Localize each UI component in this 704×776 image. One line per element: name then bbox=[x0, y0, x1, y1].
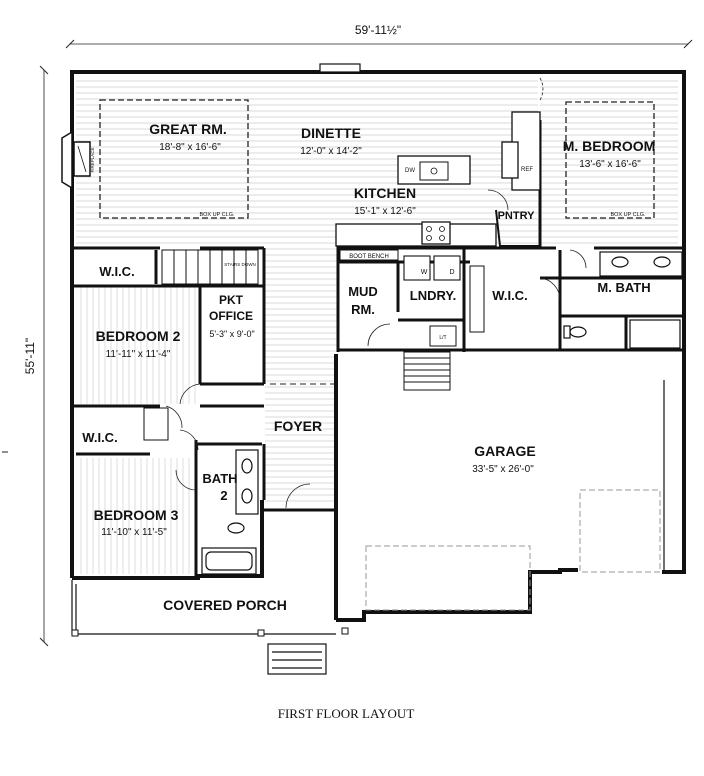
pocket-office-size: 5'-3" x 9'-0" bbox=[209, 329, 254, 339]
garage-stairs-icon bbox=[403, 351, 451, 391]
master-bath-door-swing bbox=[569, 249, 587, 269]
kitchen-size: 15'-1" x 12'-6" bbox=[354, 206, 416, 217]
laundry-name: LNDRY. bbox=[410, 288, 456, 303]
master-wic-name: W.I.C. bbox=[492, 288, 527, 303]
fridge-label: REF bbox=[521, 167, 533, 173]
bedroom-3-name: BEDROOM 3 bbox=[94, 507, 179, 523]
washer-label: W bbox=[421, 269, 428, 276]
dishwasher-label: DW bbox=[405, 168, 415, 174]
pantry-walls bbox=[495, 209, 540, 247]
bedroom-2-name: BEDROOM 2 bbox=[96, 328, 181, 344]
pocket-office-name-1: PKT bbox=[219, 293, 244, 307]
porch-post-right bbox=[341, 627, 349, 635]
boot-bench bbox=[339, 249, 399, 261]
pocket-office-name-2: OFFICE bbox=[209, 309, 253, 323]
master-box-ceiling bbox=[565, 101, 655, 219]
laundry-tub-label: L/T bbox=[439, 335, 446, 341]
overall-depth-label: 55'-11" bbox=[23, 338, 37, 374]
laundry-tub-icon bbox=[429, 325, 457, 347]
overall-width-label: 59'-11½" bbox=[355, 23, 401, 37]
master-bath-fixtures bbox=[563, 251, 683, 349]
dryer-label: D bbox=[449, 269, 454, 276]
bath-2-name-2: 2 bbox=[220, 488, 227, 503]
foyer-floor-hatch bbox=[265, 246, 337, 506]
porch-post-middle bbox=[257, 629, 265, 637]
covered-porch-name: COVERED PORCH bbox=[163, 597, 287, 613]
floor-plan-caption: FIRST FLOOR LAYOUT bbox=[278, 706, 415, 721]
width-dimension-line bbox=[65, 39, 693, 49]
pantry-door-swing bbox=[487, 189, 509, 211]
washer-dryer-icons bbox=[403, 255, 461, 281]
mud-room-door-swing bbox=[367, 323, 391, 347]
bath2-fixtures bbox=[201, 449, 259, 575]
garage-name: GARAGE bbox=[474, 443, 535, 459]
cooktop-icon bbox=[426, 226, 445, 241]
kitchen-name: KITCHEN bbox=[354, 185, 416, 201]
dinette-size: 12'-0" x 14'-2" bbox=[300, 146, 362, 157]
garage-door-outlines bbox=[365, 489, 661, 611]
great-room-size: 18'-8" x 16'-6" bbox=[159, 142, 221, 153]
bedroom2-floor-hatch bbox=[78, 286, 200, 404]
bedroom-2-size: 11'-11" x 11'-4" bbox=[106, 349, 171, 360]
mud-room-name-2: RM. bbox=[351, 302, 375, 317]
master-bath-name: M. BATH bbox=[597, 280, 650, 295]
covered-porch-outline bbox=[71, 580, 336, 675]
stairs-down-icon bbox=[161, 249, 259, 285]
wic-door-swing bbox=[539, 277, 561, 301]
pantry-name: PNTRY bbox=[498, 210, 536, 222]
bedroom3-floor-hatch bbox=[80, 458, 195, 574]
kitchen-cabinets bbox=[335, 111, 541, 247]
great-room-name: GREAT RM. bbox=[149, 121, 227, 137]
island-sink-drain bbox=[430, 167, 438, 175]
foyer-walls bbox=[262, 444, 336, 512]
wic-top-name: W.I.C. bbox=[99, 264, 134, 279]
bed3-closet-shelf bbox=[143, 407, 169, 441]
bedroom-door-swings bbox=[165, 383, 201, 491]
garage-size: 33'-5" x 26'-0" bbox=[472, 464, 534, 475]
master-door-swing bbox=[539, 77, 544, 101]
dinette-name: DINETTE bbox=[301, 125, 361, 141]
fireplace-icon bbox=[61, 130, 91, 190]
bedroom-3-size: 11'-10" x 11'-5" bbox=[101, 527, 167, 538]
bedroom-block-walls bbox=[72, 246, 266, 576]
bed3-wic-name: W.I.C. bbox=[82, 430, 117, 445]
front-door-swing bbox=[285, 483, 311, 509]
island-sink-icon bbox=[419, 161, 449, 181]
great-room-box-ceiling bbox=[99, 99, 249, 219]
boot-bench-label: BOOT BENCH bbox=[349, 254, 389, 260]
porch-post-left bbox=[71, 629, 79, 637]
stairs-down-label: STAIRS DOWN bbox=[224, 262, 255, 267]
depth-dimension-line bbox=[2, 65, 49, 647]
foyer-name: FOYER bbox=[274, 418, 322, 434]
master-bedroom-name: M. BEDROOM bbox=[563, 138, 656, 154]
chimney-vent bbox=[319, 63, 361, 73]
wic-shelf bbox=[469, 265, 485, 333]
bath-2-name-1: BATH bbox=[202, 471, 237, 486]
master-box-note: BOX UP CLG. bbox=[610, 212, 646, 218]
mud-room-name-1: MUD bbox=[348, 284, 378, 299]
fireplace-label: FIREPLACE bbox=[90, 147, 95, 172]
great-room-box-note: BOX UP CLG. bbox=[199, 212, 235, 218]
master-bedroom-size: 13'-6" x 16'-6" bbox=[579, 159, 641, 170]
